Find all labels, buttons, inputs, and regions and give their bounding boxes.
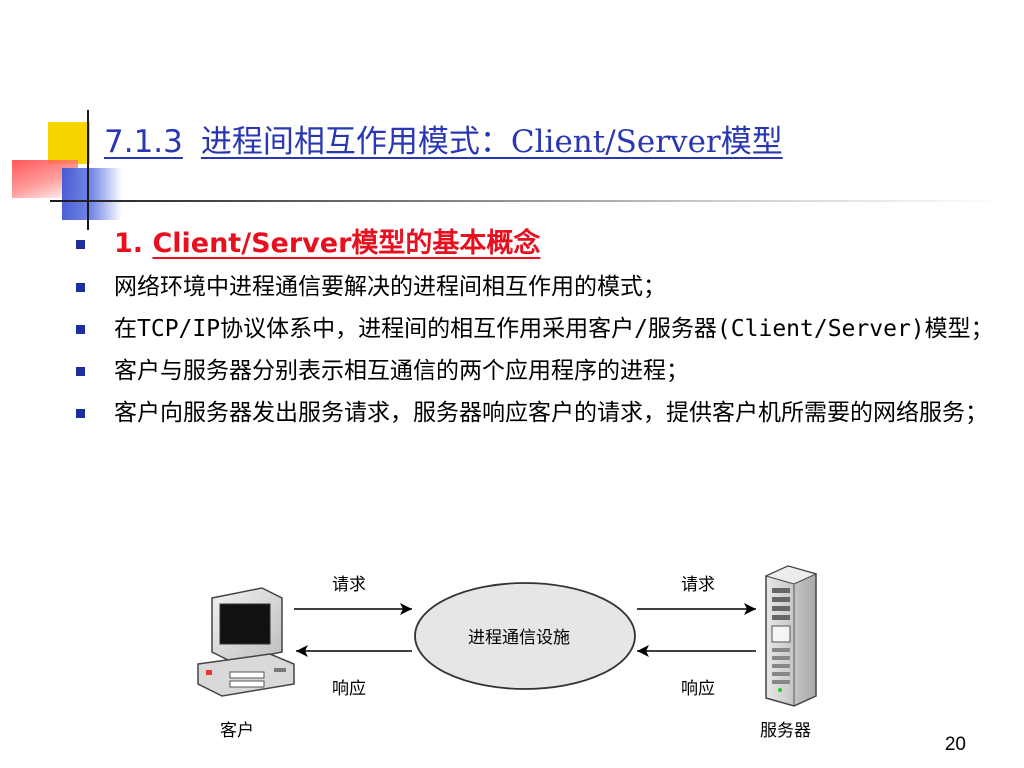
decor-blue-square: [62, 168, 122, 220]
decor-yellow-square: [48, 122, 90, 164]
bullet-item: 客户与服务器分别表示相互通信的两个应用程序的进程；: [70, 354, 1000, 388]
heading-prefix: 1.: [114, 228, 153, 259]
client-label: 客户: [220, 721, 254, 741]
server-label: 服务器: [760, 721, 811, 741]
bullet-item: 在TCP/IP协议体系中，进程间的相互作用采用客户/服务器(Client/Ser…: [70, 312, 1000, 346]
bullet-text: 网络环境中进程通信要解决的进程间相互作用的模式；: [114, 274, 666, 300]
decor-horizontal-line: [50, 200, 1008, 202]
bullet-text: 客户向服务器发出服务请求，服务器响应客户的请求，提供客户机所需要的网络服务；: [114, 400, 988, 426]
bullet-mark: [76, 325, 85, 334]
title-text: 进程间相互作用模式：Client/Server模型: [200, 124, 783, 160]
left-response-arrow: [296, 645, 412, 657]
right-request-label: 请求: [681, 575, 715, 595]
page-number: 20: [944, 734, 966, 755]
bullet-item: 网络环境中进程通信要解决的进程间相互作用的模式；: [70, 270, 1000, 304]
ellipse-label: 进程通信设施: [468, 628, 570, 648]
server-tower-icon: [764, 565, 818, 707]
left-request-arrow: [294, 603, 412, 615]
bullet-mark: [76, 283, 85, 292]
title-number: 7.1.3: [104, 124, 183, 160]
bullet-text: 客户与服务器分别表示相互通信的两个应用程序的进程；: [114, 358, 689, 384]
bullet-heading: 1. Client/Server模型的基本概念: [70, 222, 1000, 266]
bullet-mark: [76, 367, 85, 376]
left-response-label: 响应: [332, 679, 366, 699]
slide-title: 7.1.3 进程间相互作用模式：Client/Server模型: [104, 116, 783, 161]
right-request-arrow: [637, 603, 756, 615]
client-computer-icon: [197, 587, 295, 697]
bullet-text: 在TCP/IP协议体系中，进程间的相互作用采用客户/服务器(Client/Ser…: [114, 316, 994, 342]
left-request-label: 请求: [332, 575, 366, 595]
process-communication-ellipse: [414, 582, 636, 690]
bullet-list: 1. Client/Server模型的基本概念 网络环境中进程通信要解决的进程间…: [70, 222, 1000, 438]
right-response-label: 响应: [681, 679, 715, 699]
heading-text: Client/Server模型的基本概念: [152, 228, 541, 259]
bullet-mark: [76, 240, 85, 249]
client-server-diagram: 请求 响应 请求 响应 进程通信设施 客户 服务器: [190, 560, 850, 745]
right-response-arrow: [637, 645, 756, 657]
bullet-mark: [76, 409, 85, 418]
bullet-item: 客户向服务器发出服务请求，服务器响应客户的请求，提供客户机所需要的网络服务；: [70, 396, 1000, 430]
decor-vertical-line: [87, 110, 89, 230]
diagram-canvas: [197, 565, 818, 707]
